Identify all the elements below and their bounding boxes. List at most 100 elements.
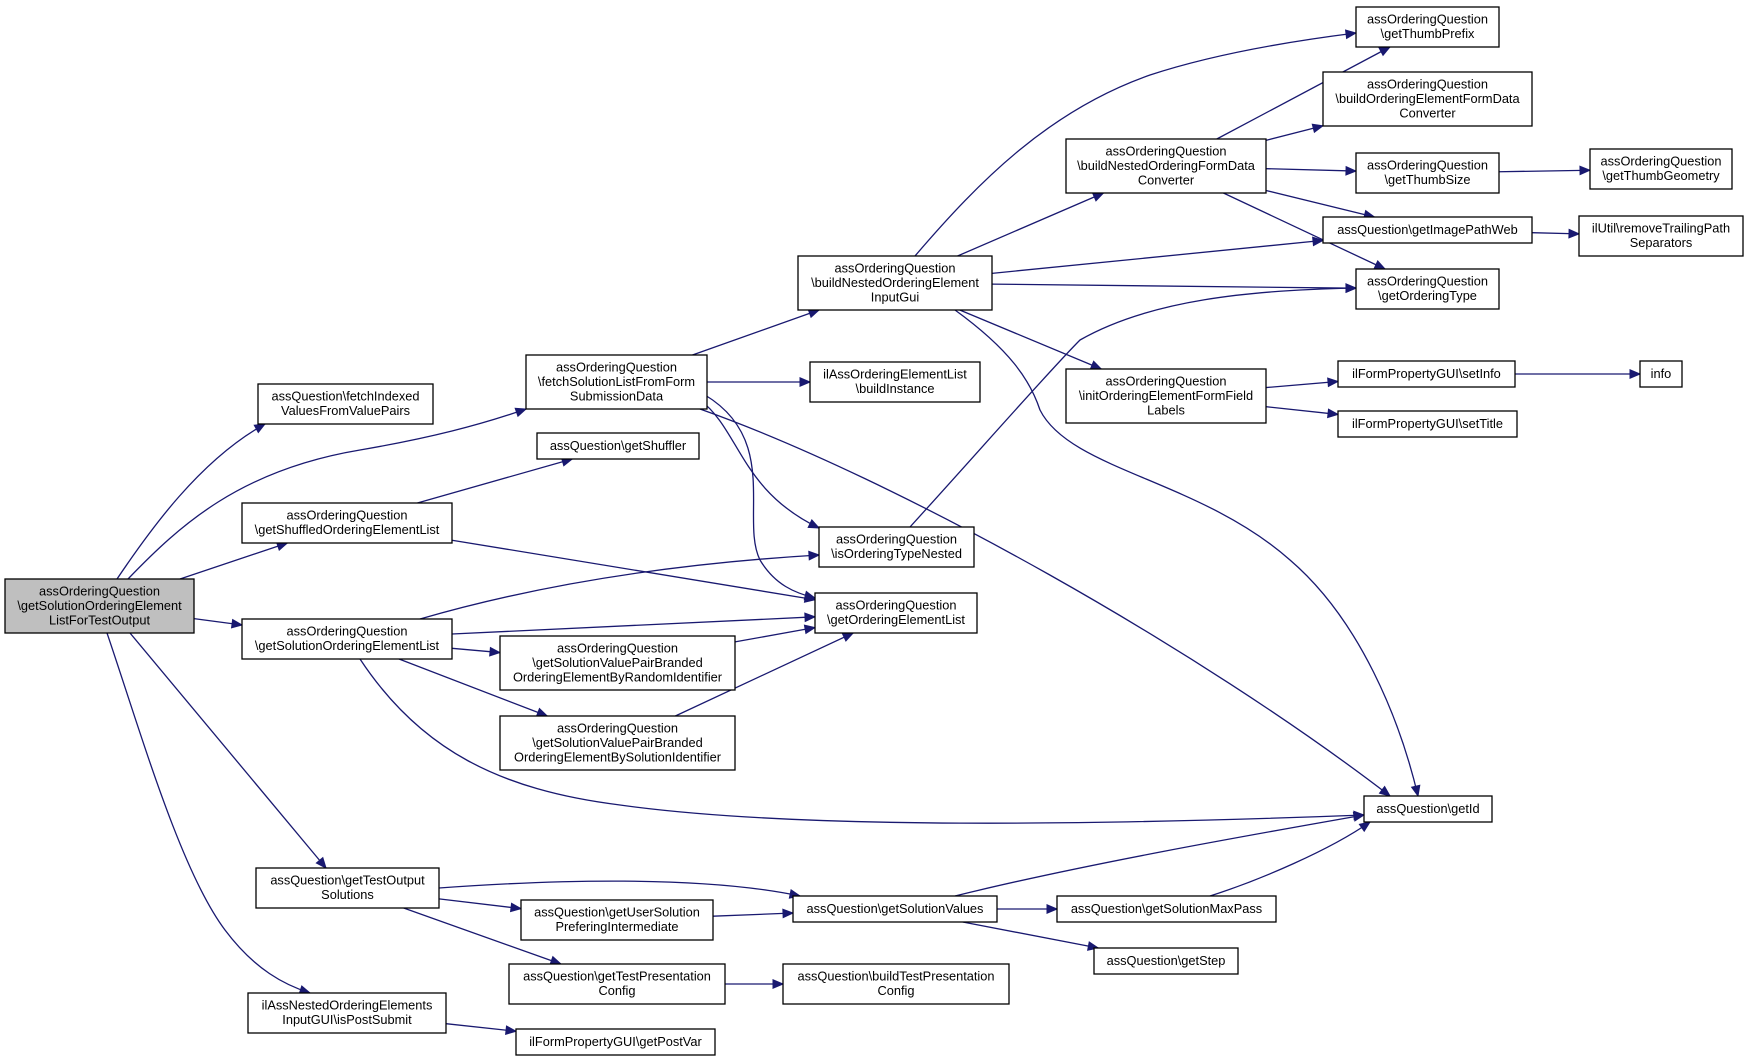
node-getUserSolPref[interactable]: assQuestion\getUserSolutionPreferingInte…: [520, 899, 714, 941]
edge-root-to-fetchSolList: [127, 407, 528, 580]
node-label-line: assQuestion\getShuffler: [550, 438, 687, 453]
node-getShuffledList[interactable]: assOrderingQuestion\getShuffledOrderingE…: [241, 502, 453, 544]
edge-fetchSolList-to-isOrderingTypeNested: [699, 399, 821, 529]
node-box: [241, 618, 453, 660]
edge-initFieldLabels-to-setInfo: [1265, 377, 1340, 389]
arrowhead: [1345, 165, 1358, 176]
arrowhead: [1345, 283, 1358, 294]
arrowhead: [799, 377, 812, 387]
node-getImagePathWeb[interactable]: assQuestion\getImagePathWeb: [1322, 216, 1533, 244]
node-label-line: OrderingElementByRandomIdentifier: [513, 669, 723, 684]
node-label-line: Converter: [1138, 172, 1195, 187]
node-box: [1363, 795, 1493, 823]
node-label-line: assQuestion\buildTestPresentation: [797, 969, 994, 984]
edge-buildNestedInputGui-to-getId: [954, 309, 1421, 798]
node-isOrderingTypeNested[interactable]: assOrderingQuestion\isOrderingTypeNested: [818, 526, 975, 568]
node-label-line: ilAssOrderingElementList: [823, 367, 967, 382]
edge-byRandomId-to-getOrderingElementList: [734, 624, 817, 643]
node-byRandomId[interactable]: assOrderingQuestion\getSolutionValuePair…: [499, 635, 736, 691]
node-label-line: \getOrderingElementList: [827, 612, 965, 627]
node-setTitle[interactable]: ilFormPropertyGUI\setTitle: [1337, 410, 1518, 438]
node-info[interactable]: info: [1639, 360, 1683, 388]
node-buildInstance[interactable]: ilAssOrderingElementList\buildInstance: [809, 361, 981, 403]
node-box: [247, 992, 447, 1034]
node-label-line: assOrderingQuestion: [287, 508, 408, 523]
node-label-line: assOrderingQuestion: [287, 624, 408, 639]
node-label-line: assOrderingQuestion: [1367, 76, 1488, 91]
node-getPostVar[interactable]: ilFormPropertyGUI\getPostVar: [515, 1028, 716, 1056]
node-box: [792, 895, 998, 923]
node-label-line: InputGUI\isPostSubmit: [282, 1012, 412, 1027]
arrowhead: [315, 856, 327, 869]
node-getOrderingElementList[interactable]: assOrderingQuestion\getOrderingElementLi…: [814, 592, 978, 634]
node-box: [1355, 152, 1500, 194]
node-label-line: Labels: [1147, 402, 1185, 417]
arrowhead: [505, 1025, 518, 1036]
node-getThumbGeometry[interactable]: assOrderingQuestion\getThumbGeometry: [1589, 148, 1733, 190]
node-setInfo[interactable]: ilFormPropertyGUI\setInfo: [1337, 360, 1516, 388]
node-getOrderingType[interactable]: assOrderingQuestion\getOrderingType: [1355, 268, 1500, 310]
edge-initFieldLabels-to-setTitle: [1265, 406, 1340, 419]
node-box: [1322, 216, 1533, 244]
node-label-line: \getThumbSize: [1384, 172, 1470, 187]
node-getThumbPrefix[interactable]: assOrderingQuestion\getThumbPrefix: [1355, 6, 1500, 48]
node-box: [1065, 138, 1267, 194]
node-label-line: \getSolutionValuePairBranded: [532, 735, 703, 750]
node-label-line: Solutions: [321, 887, 374, 902]
node-getSolutionValues[interactable]: assQuestion\getSolutionValues: [792, 895, 998, 923]
node-fetchIndexed[interactable]: assQuestion\fetchIndexedValuesFromValueP…: [257, 383, 434, 425]
node-getSolOrdList[interactable]: assOrderingQuestion\getSolutionOrderingE…: [241, 618, 453, 660]
node-label-line: assOrderingQuestion: [1367, 274, 1488, 289]
edge-getImagePathWeb-to-removeTrailing: [1531, 228, 1581, 239]
arrowhead: [807, 518, 821, 529]
node-buildElemConverter[interactable]: assOrderingQuestion\buildOrderingElement…: [1322, 71, 1533, 127]
node-label-line: info: [1651, 366, 1672, 381]
node-label-line: \buildOrderingElementFormData: [1335, 91, 1520, 106]
node-bySolutionId[interactable]: assOrderingQuestion\getSolutionValuePair…: [499, 715, 736, 771]
node-getThumbSize[interactable]: assOrderingQuestion\getThumbSize: [1355, 152, 1500, 194]
node-box: [1337, 410, 1518, 438]
node-box: [1337, 360, 1516, 388]
node-box: [1639, 360, 1683, 388]
node-label-line: assQuestion\getId: [1376, 801, 1479, 816]
node-buildNestedConverter[interactable]: assOrderingQuestion\buildNestedOrderingF…: [1065, 138, 1267, 194]
node-getSolutionMaxPass[interactable]: assQuestion\getSolutionMaxPass: [1056, 895, 1277, 923]
node-label-line: assOrderingQuestion: [557, 720, 678, 735]
arrowhead: [1568, 228, 1581, 239]
node-label-line: assOrderingQuestion: [557, 640, 678, 655]
node-box: [1355, 268, 1500, 310]
node-label-line: \isOrderingTypeNested: [831, 546, 962, 561]
arrowhead: [808, 550, 821, 561]
node-getShuffler[interactable]: assQuestion\getShuffler: [536, 432, 700, 460]
edge-getSolutionValues-to-getSolutionMaxPass: [997, 904, 1059, 914]
node-getStep[interactable]: assQuestion\getStep: [1093, 947, 1239, 975]
node-label-line: assQuestion\getStep: [1107, 953, 1226, 968]
node-initFieldLabels[interactable]: assOrderingQuestion\initOrderingElementF…: [1065, 368, 1267, 424]
node-label-line: \getSolutionValuePairBranded: [532, 655, 703, 670]
arrowhead: [230, 618, 244, 629]
node-buildNestedInputGui[interactable]: assOrderingQuestion\buildNestedOrderingE…: [797, 255, 993, 311]
edge-fetchSolList-to-buildNestedInputGui: [692, 308, 821, 356]
arrowhead: [1629, 369, 1642, 379]
node-root[interactable]: assOrderingQuestion\getSolutionOrderingE…: [4, 578, 195, 634]
node-getId[interactable]: assQuestion\getId: [1363, 795, 1493, 823]
arrowhead: [1312, 236, 1325, 247]
arrowhead: [489, 646, 502, 657]
node-label-line: \getSolutionOrderingElementList: [255, 638, 440, 653]
node-fetchSolList[interactable]: assOrderingQuestion\fetchSolutionListFro…: [525, 354, 708, 410]
node-label-line: \getSolutionOrderingElement: [17, 598, 182, 613]
node-box: [809, 361, 981, 403]
arrowhead: [509, 902, 523, 913]
arrowhead: [1327, 408, 1340, 419]
node-isPostSubmit[interactable]: ilAssNestedOrderingElementsInputGUI\isPo…: [247, 992, 447, 1034]
edge-getShuffledList-to-getOrderingElementList: [451, 539, 817, 603]
node-label-line: ValuesFromValuePairs: [281, 403, 410, 418]
node-label-line: ilFormPropertyGUI\setInfo: [1352, 366, 1501, 381]
node-label-line: assOrderingQuestion: [1106, 373, 1227, 388]
edge-getTestOutputSol-to-getSolutionValues: [438, 880, 802, 899]
